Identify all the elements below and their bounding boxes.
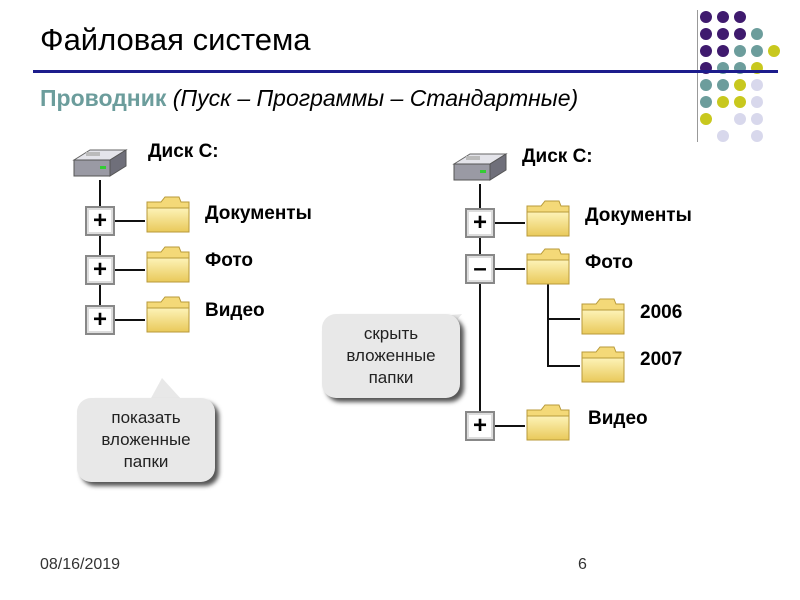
expand-button[interactable]: +	[465, 411, 495, 441]
decorative-dot	[717, 96, 729, 108]
folder-icon	[525, 198, 571, 238]
decorative-dot	[700, 45, 712, 57]
expand-button[interactable]: +	[85, 305, 115, 335]
decorative-dot	[751, 28, 763, 40]
folder-label-2006[interactable]: 2006	[640, 302, 683, 323]
subtitle-path: (Пуск – Программы – Стандартные)	[166, 85, 579, 111]
decorative-dot	[717, 28, 729, 40]
decorative-dot	[700, 11, 712, 23]
folder-label-photo[interactable]: Фото	[205, 250, 254, 271]
folder-icon	[580, 296, 626, 336]
decorative-dot	[700, 96, 712, 108]
decorative-dot	[717, 130, 729, 142]
slide-subtitle: Проводник (Пуск – Программы – Стандартны…	[40, 85, 578, 112]
right-disk-label[interactable]: Диск С:	[522, 146, 593, 167]
decorative-dot	[717, 11, 729, 23]
folder-label-documents[interactable]: Документы	[205, 203, 312, 224]
decorative-dot	[734, 28, 746, 40]
decorative-dot	[734, 79, 746, 91]
folder-label-video[interactable]: Видео	[205, 300, 265, 321]
decorative-dot	[700, 79, 712, 91]
decorative-dot	[717, 79, 729, 91]
expand-button[interactable]: +	[465, 208, 495, 238]
vertical-divider	[697, 10, 698, 142]
folder-icon	[145, 244, 191, 284]
title-rule	[33, 70, 778, 73]
slide-number: 6	[578, 556, 587, 573]
folder-icon	[145, 194, 191, 234]
folder-icon	[580, 344, 626, 384]
decorative-dot	[751, 45, 763, 57]
decorative-dot	[734, 96, 746, 108]
expand-button[interactable]: +	[85, 206, 115, 236]
decorative-dot	[717, 45, 729, 57]
folder-label-2007[interactable]: 2007	[640, 349, 683, 370]
folder-label-documents[interactable]: Документы	[585, 205, 692, 226]
collapse-button[interactable]: –	[465, 254, 495, 284]
folder-label-photo[interactable]: Фото	[585, 252, 634, 273]
disk-icon	[450, 150, 510, 186]
slide-title: Файловая система	[40, 22, 311, 57]
disk-icon	[70, 146, 130, 182]
hide-subfolders-callout: скрыть вложенные папки	[322, 314, 460, 398]
show-subfolders-callout: показать вложенные папки	[77, 398, 215, 482]
folder-icon	[525, 246, 571, 286]
decorative-dot	[751, 79, 763, 91]
decorative-dot	[751, 113, 763, 125]
decorative-dot	[700, 28, 712, 40]
decorative-dot	[751, 96, 763, 108]
expand-button[interactable]: +	[85, 255, 115, 285]
slide-date: 08/16/2019	[40, 556, 121, 573]
decorative-dot	[700, 113, 712, 125]
left-disk-label[interactable]: Диск С:	[148, 141, 219, 162]
decorative-dot	[734, 11, 746, 23]
folder-icon	[145, 294, 191, 334]
folder-label-video[interactable]: Видео	[588, 408, 648, 429]
decorative-dot	[751, 130, 763, 142]
folder-icon	[525, 402, 571, 442]
decorative-dot	[768, 45, 780, 57]
subtitle-keyword: Проводник	[40, 85, 167, 111]
decorative-dot	[734, 45, 746, 57]
decorative-dot	[734, 113, 746, 125]
